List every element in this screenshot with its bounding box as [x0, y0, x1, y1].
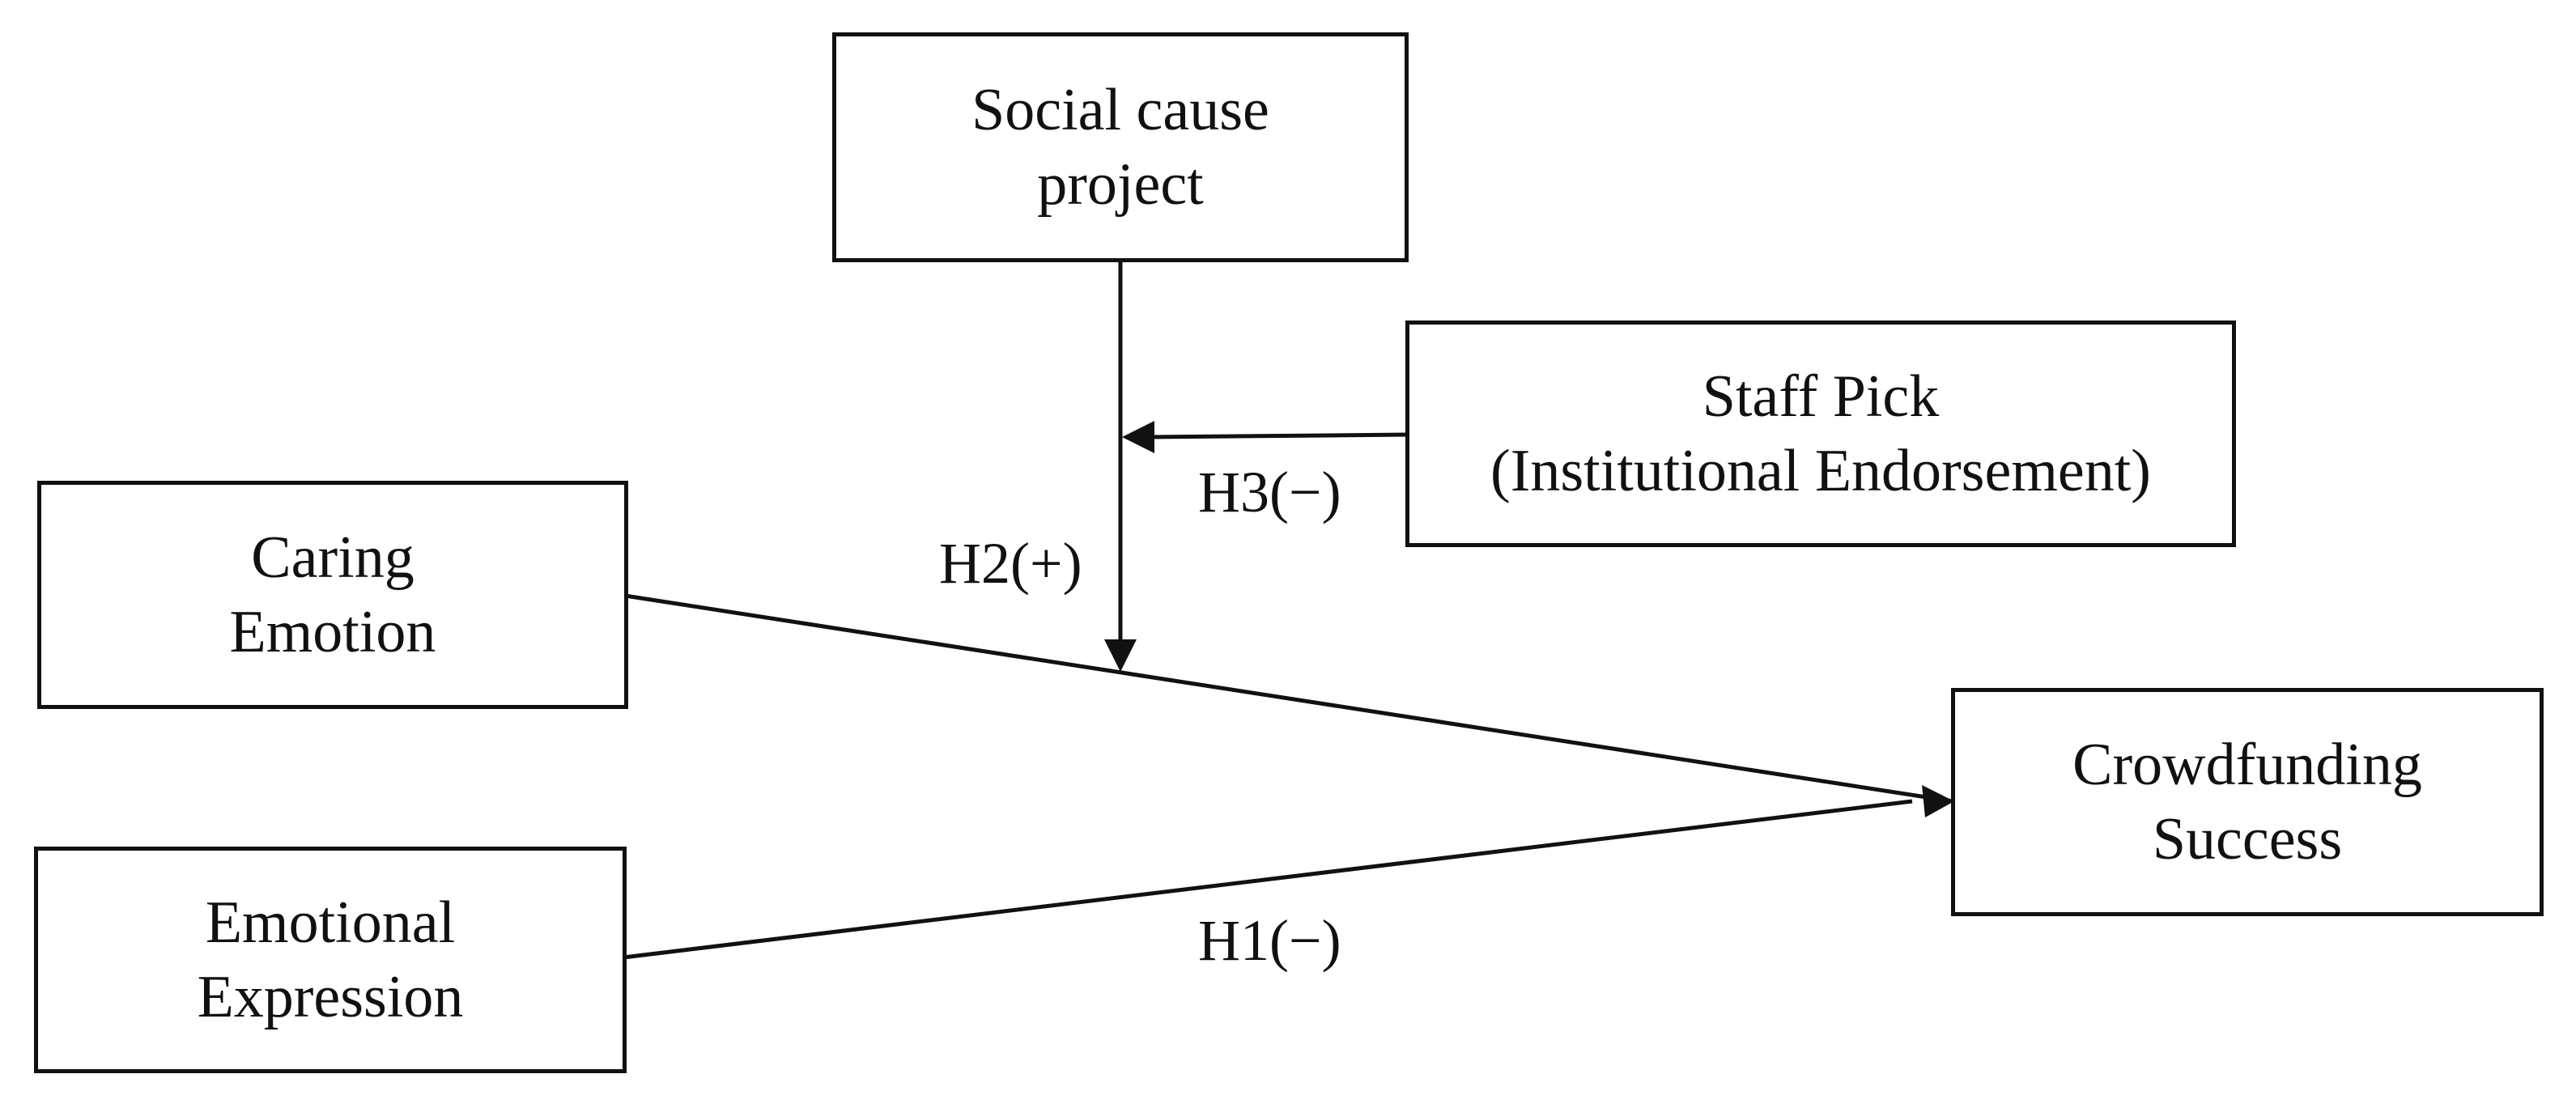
hypothesis-h1-label: H1(−): [1198, 908, 1341, 973]
node-label-line: Social cause: [971, 77, 1269, 143]
hypothesis-h3-label: H3(−): [1198, 460, 1341, 524]
arrow-expression-to-success: [623, 799, 1913, 960]
arrowhead-success: [1922, 785, 1954, 817]
node-emotional-expression: Emotional Expression: [34, 847, 627, 1073]
node-social-cause-project: Social cause project: [832, 32, 1409, 262]
node-label-line: Emotional: [205, 889, 456, 956]
hypothesis-h2-label: H2(+): [939, 531, 1082, 596]
node-label-line: Expression: [197, 964, 464, 1030]
node-label-line: Caring: [251, 524, 414, 591]
arrow-caring-to-success: [624, 593, 1953, 804]
node-label-line: project: [1037, 151, 1204, 218]
node-caring-emotion: Caring Emotion: [37, 481, 628, 709]
node-staff-pick: Staff Pick (Institutional Endorsement): [1405, 321, 2236, 547]
node-label-line: Success: [2152, 806, 2343, 872]
node-crowdfunding-success: Crowdfunding Success: [1951, 688, 2544, 916]
arrow-staffpick-moderation: [1147, 432, 1409, 439]
node-label-line: (Institutional Endorsement): [1490, 438, 2151, 504]
node-label-line: Emotion: [229, 599, 436, 665]
arrowhead-staffpick: [1122, 421, 1154, 453]
node-label-line: Crowdfunding: [2072, 732, 2422, 798]
node-label-line: Staff Pick: [1702, 363, 1940, 430]
arrowhead-moderation: [1104, 639, 1137, 672]
